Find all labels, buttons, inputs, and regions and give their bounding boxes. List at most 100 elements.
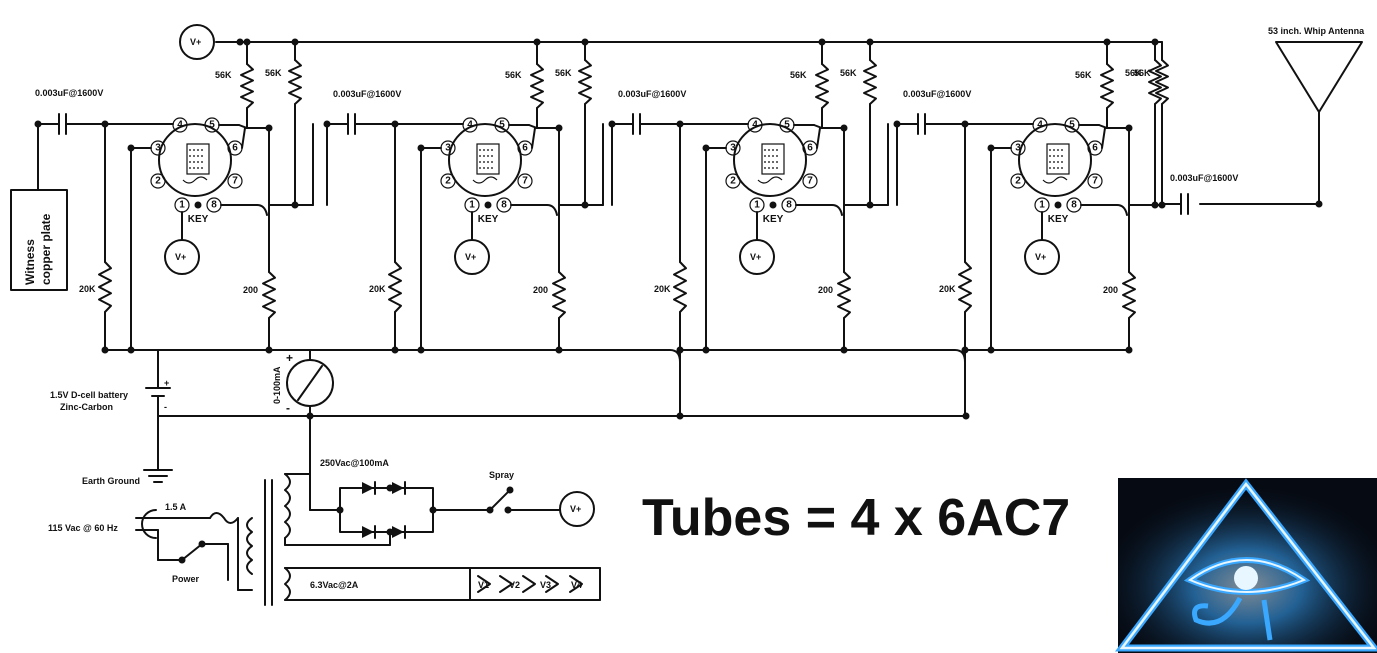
grid-resistor bbox=[388, 261, 402, 313]
tube-pin-label-3: 3 bbox=[1015, 143, 1021, 154]
plate-resistor-a bbox=[815, 63, 829, 109]
witness-label-1: Witness bbox=[23, 239, 37, 285]
coupling-cap-label: 0.003uF@1600V bbox=[618, 89, 686, 99]
meter-label: 0-100mA bbox=[272, 366, 282, 404]
plate-resistor-a bbox=[1100, 63, 1114, 109]
cathode-resistor-label: 200 bbox=[1103, 285, 1118, 295]
witness-input: Witness copper plate 0.003uF@1600V bbox=[10, 88, 106, 291]
tube-pin-label-5: 5 bbox=[499, 120, 505, 131]
heater-v1: V1 bbox=[478, 580, 489, 590]
plate-resistor-b bbox=[1148, 59, 1162, 105]
tube-pin-label-3: 3 bbox=[445, 143, 451, 154]
mains-label: 115 Vac @ 60 Hz bbox=[48, 523, 118, 533]
heater-secondary-label: 6.3Vac@2A bbox=[310, 580, 359, 590]
tube-pin-label-5: 5 bbox=[784, 120, 790, 131]
tube-pin-label-2: 2 bbox=[155, 176, 161, 187]
plate-resistor-b-label: 56K bbox=[840, 68, 857, 78]
plate-resistor-a-label: 56K bbox=[505, 70, 522, 80]
junction-dot bbox=[417, 144, 425, 152]
earth-ground-label: Earth Ground bbox=[82, 476, 140, 486]
plate-resistor-a-label: 56K bbox=[790, 70, 807, 80]
supply-badge bbox=[164, 239, 200, 275]
cathode-resistor bbox=[262, 271, 276, 319]
tube-heaters: V1 V2 V3 V4 bbox=[469, 567, 601, 601]
tube-pin-7 bbox=[227, 173, 243, 189]
tube-envelope bbox=[158, 123, 232, 197]
tube-pin-label-1: 1 bbox=[469, 200, 475, 211]
tube-pin-label-8: 8 bbox=[501, 200, 507, 211]
junction-dot bbox=[1054, 201, 1062, 209]
wire bbox=[816, 127, 821, 149]
tube-pin-label-3: 3 bbox=[155, 143, 161, 154]
junction-dot bbox=[702, 144, 710, 152]
tubes-title: Tubes = 4 x 6AC7 bbox=[642, 489, 1070, 547]
grid-resistor bbox=[958, 261, 972, 313]
cathode-resistor bbox=[1122, 271, 1136, 319]
tube-pin-label-8: 8 bbox=[211, 200, 217, 211]
supply-badge bbox=[454, 239, 490, 275]
tube-plate bbox=[761, 143, 785, 175]
grid-resistor bbox=[98, 261, 112, 313]
tube-pin-label-6: 6 bbox=[807, 143, 813, 154]
tube-key-label: KEY bbox=[1048, 214, 1069, 225]
tube-pin-label-2: 2 bbox=[445, 176, 451, 187]
junction-dot bbox=[1103, 38, 1111, 46]
tube-pin-label-1: 1 bbox=[754, 200, 760, 211]
tube-key-label: KEY bbox=[478, 214, 499, 225]
supply-badge-label: V+ bbox=[1035, 252, 1046, 262]
grid-resistor-label: 20K bbox=[654, 284, 671, 294]
power-transformer: 250Vac@100mA 6.3Vac@2A bbox=[246, 458, 601, 606]
tube-pin-label-2: 2 bbox=[730, 176, 736, 187]
supply-badge bbox=[739, 239, 775, 275]
tube-pin-2 bbox=[1010, 173, 1026, 189]
tube-heater bbox=[757, 176, 783, 184]
heater-v4: V4 bbox=[571, 580, 582, 590]
battery-label-1: 1.5V D-cell battery bbox=[50, 390, 128, 400]
tube-pin-2 bbox=[725, 173, 741, 189]
junction-dot bbox=[243, 38, 251, 46]
meter-plus: + bbox=[286, 351, 293, 365]
coupling-cap-label: 0.003uF@1600V bbox=[903, 89, 971, 99]
eye-of-horus-logo bbox=[1114, 478, 1377, 653]
junction-dot bbox=[893, 120, 901, 128]
tube-pin-label-4: 4 bbox=[177, 120, 183, 131]
heater-v3: V3 bbox=[540, 580, 551, 590]
tube-pin-label-2: 2 bbox=[1015, 176, 1021, 187]
bias-battery: + - 1.5V D-cell battery Zinc-Carbon bbox=[50, 349, 171, 471]
supply-badge-label: V+ bbox=[190, 37, 201, 47]
tube-pin-7 bbox=[802, 173, 818, 189]
supply-badge-label: V+ bbox=[465, 252, 476, 262]
junction-dot bbox=[127, 144, 135, 152]
junction-dot bbox=[533, 38, 541, 46]
plate-resistor-b-label: 56K bbox=[265, 68, 282, 78]
tube-key-label: KEY bbox=[763, 214, 784, 225]
input-cap-label: 0.003uF@1600V bbox=[35, 88, 103, 98]
tube-envelope bbox=[448, 123, 522, 197]
tube-plate bbox=[1046, 143, 1070, 175]
wire-hop bbox=[1116, 204, 1128, 216]
junction-dot bbox=[581, 38, 589, 46]
tube-pin-label-8: 8 bbox=[1071, 200, 1077, 211]
meter-minus: - bbox=[286, 401, 290, 415]
junction-dot bbox=[291, 38, 299, 46]
tube-pin-label-5: 5 bbox=[209, 120, 215, 131]
plate-resistor-a-label: 56K bbox=[1075, 70, 1092, 80]
tube-pin-label-7: 7 bbox=[522, 176, 528, 187]
cathode-resistor-label: 200 bbox=[818, 285, 833, 295]
tube-pin-label-6: 6 bbox=[522, 143, 528, 154]
supply-badge-label: V+ bbox=[175, 252, 186, 262]
heater-v2: V2 bbox=[509, 580, 520, 590]
output-resistor-label: 56K bbox=[1134, 68, 1151, 78]
bridge-rectifier bbox=[336, 481, 437, 546]
tube-envelope bbox=[733, 123, 807, 197]
coupling-cap-label: 0.003uF@1600V bbox=[333, 89, 401, 99]
wire-hop bbox=[831, 204, 843, 216]
wire-hop bbox=[256, 204, 268, 216]
grid-resistor-label: 20K bbox=[369, 284, 386, 294]
supply-badge bbox=[1024, 239, 1060, 275]
